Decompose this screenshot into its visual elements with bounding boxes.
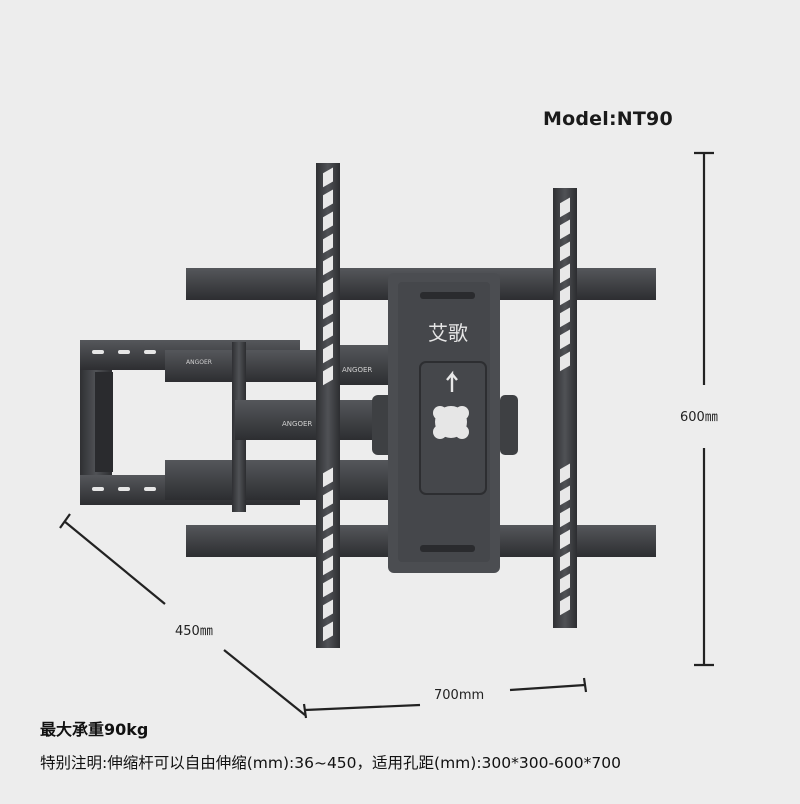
plate-label: 艾歌 bbox=[428, 321, 468, 345]
vertical-rail-left bbox=[316, 163, 340, 648]
brand-mark-upper: ANGOER bbox=[342, 366, 372, 374]
vertical-rail-right bbox=[553, 188, 577, 628]
height-dimension-label: 600㎜ bbox=[680, 410, 718, 425]
width-dimension-line bbox=[302, 677, 588, 719]
height-dimension-line bbox=[694, 151, 714, 667]
spec-note: 特别注明:伸缩杆可以自由伸缩(mm):36~450，适用孔距(mm):300*3… bbox=[40, 754, 621, 772]
up-arrow-icon bbox=[446, 370, 458, 392]
model-label: Model:NT90 bbox=[543, 108, 673, 130]
brand-mark-middle: ANGOER bbox=[282, 420, 312, 428]
depth-dimension-label: 450㎜ bbox=[175, 624, 213, 639]
width-dimension-label: 700mm bbox=[434, 688, 485, 703]
depth-dimension-line bbox=[59, 513, 306, 716]
max-load-label: 最大承重90kg bbox=[40, 720, 149, 739]
center-plate bbox=[388, 273, 500, 573]
brand-mark-arm: ANGOER bbox=[186, 359, 212, 366]
